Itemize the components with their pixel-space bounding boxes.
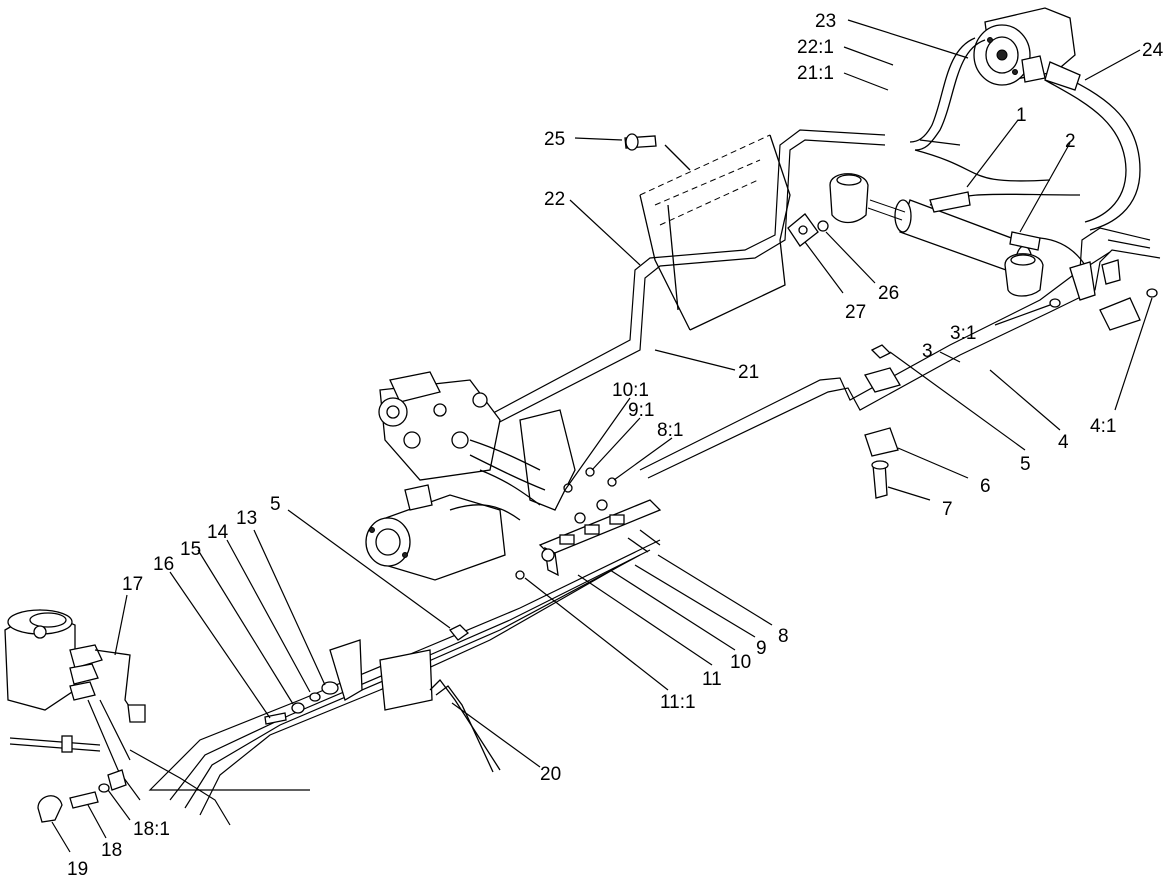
hose-2 [1009, 231, 1086, 266]
callout-2: 2 [1065, 131, 1076, 152]
callout-17: 17 [122, 574, 143, 595]
control-valve [378, 371, 576, 511]
nut-5-lower [448, 624, 470, 641]
o-rings-center [515, 467, 617, 580]
callout-18-1: 18:1 [133, 819, 170, 840]
tie-strap-20 [429, 679, 501, 773]
callout-6: 6 [980, 476, 991, 497]
callout-3-1: 3:1 [950, 323, 976, 344]
o-rings-right [1049, 288, 1158, 331]
callout-5-left: 5 [270, 494, 281, 515]
hose-23 [909, 37, 986, 151]
callout-9-1: 9:1 [628, 400, 654, 421]
callout-21: 21 [738, 362, 759, 383]
callout-labels: 23 22:1 21:1 24 1 2 25 22 26 27 3:1 3 21… [67, 11, 1164, 880]
hose-24 [1044, 61, 1141, 231]
callout-8: 8 [778, 626, 789, 647]
callout-26: 26 [878, 283, 899, 304]
callout-15: 15 [180, 539, 201, 560]
callout-18: 18 [101, 840, 122, 861]
callout-14: 14 [207, 522, 229, 543]
clamp-assembly-right [864, 344, 901, 499]
callout-24: 24 [1142, 40, 1164, 61]
hydraulic-motor [365, 484, 521, 581]
callout-9: 9 [756, 638, 767, 659]
shield-panel [639, 134, 791, 331]
callout-16: 16 [153, 554, 174, 575]
callout-11: 11 [702, 669, 722, 690]
callout-23: 23 [815, 11, 836, 32]
callout-8-1: 8:1 [657, 420, 683, 441]
callout-4: 4 [1058, 432, 1069, 453]
callout-4-1: 4:1 [1090, 416, 1116, 437]
leader-lines [51, 19, 1153, 853]
callout-25: 25 [544, 129, 565, 150]
callout-22-1: 22:1 [797, 37, 834, 58]
callout-1: 1 [1016, 105, 1027, 126]
callout-27: 27 [845, 302, 866, 323]
fitting-bracket [538, 499, 662, 577]
callout-21-1: 21:1 [797, 63, 834, 84]
callout-20: 20 [540, 764, 561, 785]
hydraulic-pump [973, 7, 1076, 86]
callout-10-1: 10:1 [612, 380, 649, 401]
steering-unit [4, 609, 146, 723]
steering-cylinder [829, 173, 1044, 297]
tube-bundle [87, 129, 1161, 826]
tie-strap-left [9, 735, 101, 753]
callout-19: 19 [67, 859, 88, 880]
callout-10: 10 [730, 652, 751, 673]
callout-13: 13 [236, 508, 257, 529]
callout-11-1: 11:1 [660, 692, 696, 713]
callout-3: 3 [922, 341, 933, 362]
callout-22: 22 [544, 189, 565, 210]
callout-7: 7 [942, 499, 953, 520]
mount-bracket-lower [264, 639, 433, 725]
hose-1 [914, 149, 1081, 213]
clamp-27 [787, 213, 829, 247]
bolt-25 [624, 133, 657, 151]
fitting-18 [37, 769, 127, 823]
callout-5-right: 5 [1020, 454, 1031, 475]
